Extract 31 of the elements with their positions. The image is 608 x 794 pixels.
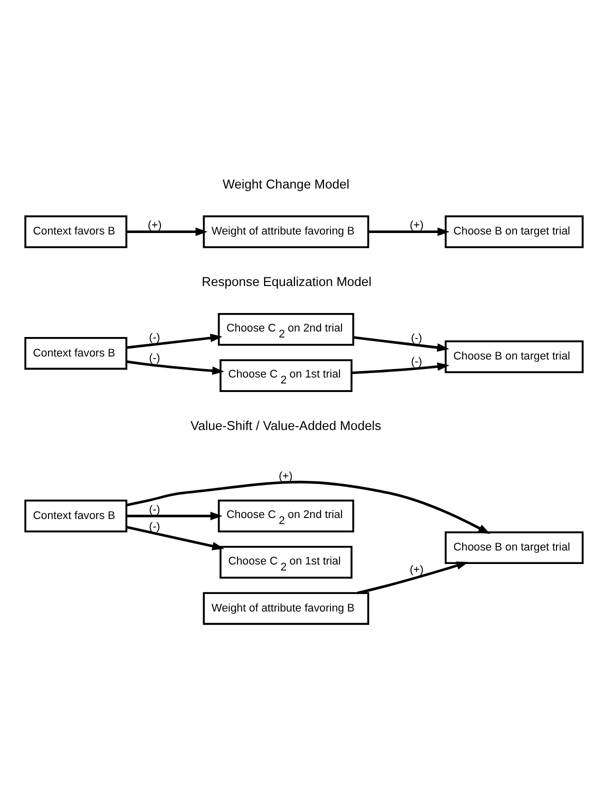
node-box: Context favors B — [24, 336, 128, 370]
edge-label: (+) — [410, 220, 424, 232]
arrow — [353, 336, 450, 352]
edge-label: (+) — [148, 220, 162, 232]
label: Value-Shift / Value-Added Models — [190, 418, 382, 433]
arrow — [126, 512, 222, 520]
node-box: Weight of attribute favoring B — [202, 215, 370, 248]
arrow — [126, 334, 222, 349]
arrow — [368, 228, 450, 236]
arrow — [357, 562, 469, 594]
arrow — [126, 480, 490, 534]
edge-label: (-) — [149, 332, 160, 344]
edge-label: (-) — [149, 352, 160, 364]
label: Response Equalization Model — [202, 274, 372, 290]
edge-label: (-) — [411, 356, 422, 368]
edge-label: (-) — [411, 332, 422, 345]
node-box: Context favors B — [24, 500, 128, 532]
label: Weight Change Model — [222, 176, 350, 192]
arrow — [126, 360, 224, 375]
node-box: Weight of attribute favoring B — [202, 592, 370, 625]
edge-label: (+) — [410, 564, 424, 576]
arrow — [352, 362, 450, 374]
edge-label: (-) — [149, 521, 160, 534]
node-box: Choose B on target trial — [444, 340, 584, 374]
edge-label: (-) — [149, 504, 160, 516]
node-box: Choose B on target trial — [444, 531, 584, 564]
arrow — [126, 526, 224, 550]
edge-label: (+) — [278, 470, 293, 483]
arrow — [126, 228, 208, 236]
node-box: Context favors B — [24, 215, 128, 248]
node-box: Choose B on target trial — [444, 215, 584, 248]
